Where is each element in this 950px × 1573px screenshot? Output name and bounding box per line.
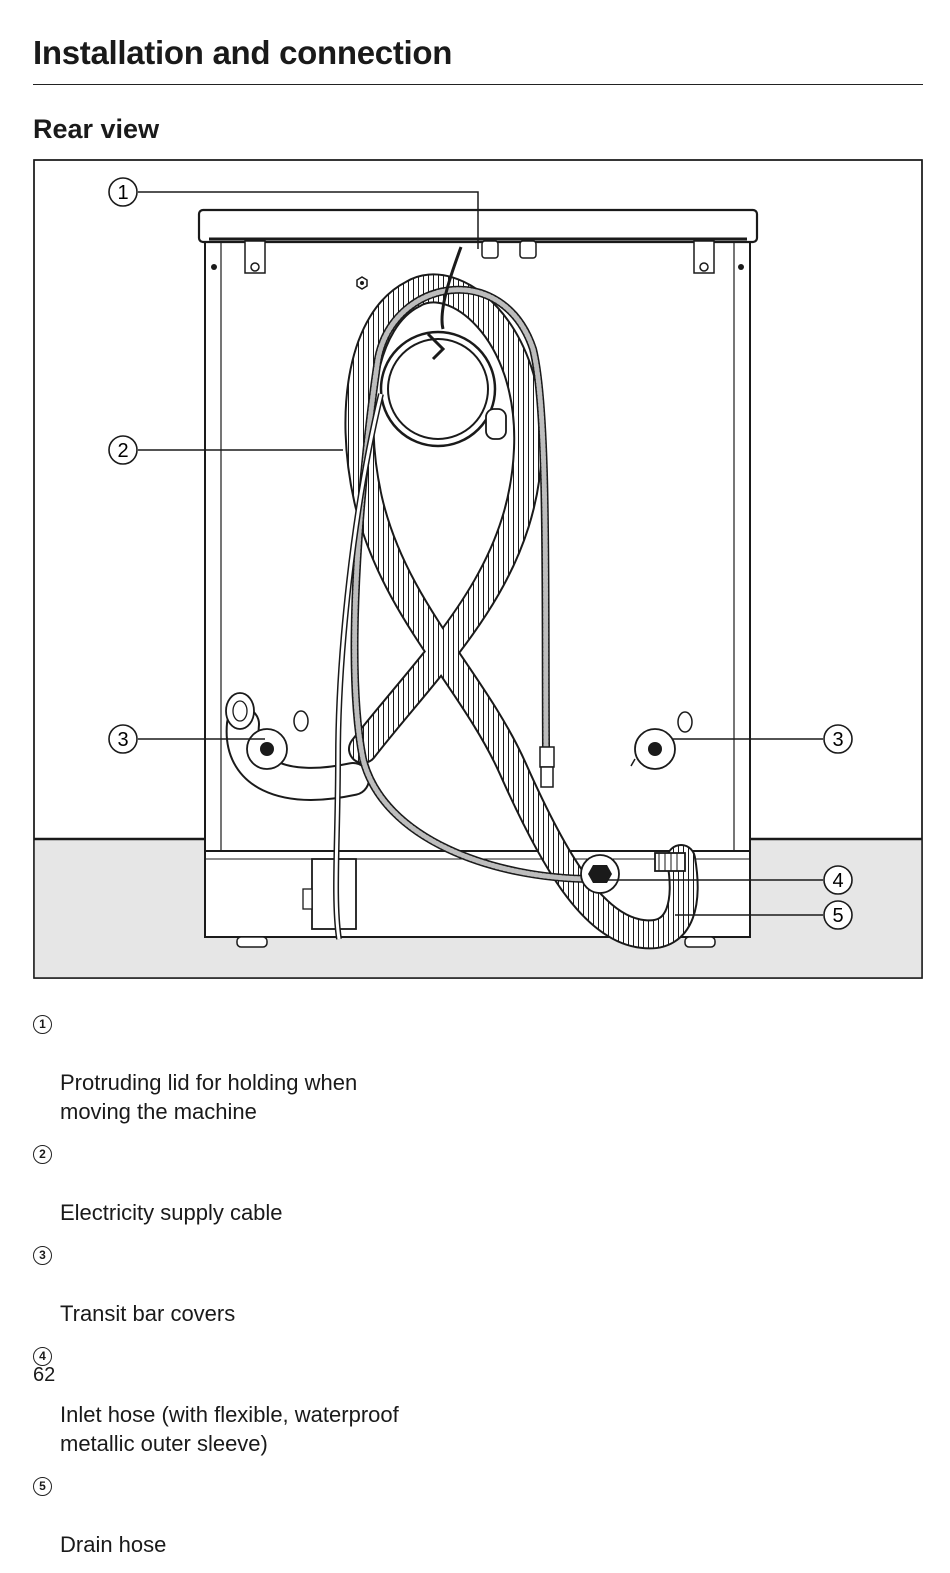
- svg-text:3: 3: [832, 729, 843, 751]
- svg-text:5: 5: [832, 905, 843, 927]
- callout-2: 2: [108, 435, 138, 465]
- legend-text: Electricity supply cable: [60, 1200, 283, 1225]
- title-rule: [33, 84, 923, 85]
- callout-3-right: 3: [823, 724, 853, 754]
- svg-text:2: 2: [117, 440, 128, 462]
- legend-item: 3 Transit bar covers: [33, 1241, 593, 1328]
- legend-item: 5 Drain hose: [33, 1472, 593, 1559]
- legend-item: 4 Inlet hose (with flexible, waterproof …: [33, 1342, 593, 1458]
- callout-3-left: 3: [108, 724, 138, 754]
- callout-5: 5: [823, 900, 853, 930]
- legend-number: 1: [33, 1015, 52, 1034]
- page-number: 62: [33, 1364, 56, 1386]
- callout-1: 1: [108, 177, 138, 207]
- drain-hose: [225, 273, 699, 950]
- inlet-hose: [350, 285, 620, 894]
- legend-number: 3: [33, 1246, 52, 1265]
- legend-item: 1 Protruding lid for holding when moving…: [33, 1010, 593, 1126]
- svg-text:1: 1: [117, 182, 128, 204]
- legend-item: 2 Electricity supply cable: [33, 1140, 593, 1227]
- callout-4: 4: [823, 865, 853, 895]
- section-title: Rear view: [33, 114, 160, 144]
- legend-text: Transit bar covers: [60, 1301, 236, 1326]
- legend-number: 5: [33, 1477, 52, 1496]
- legend-text: Protruding lid for holding when moving t…: [60, 1070, 358, 1124]
- legend: 1 Protruding lid for holding when moving…: [33, 1010, 593, 1573]
- legend-number: 2: [33, 1145, 52, 1164]
- rear-view-illustration: 1 2 3 3 4 5: [33, 159, 923, 979]
- legend-number: 4: [33, 1347, 52, 1366]
- legend-text: Inlet hose (with flexible, waterproof me…: [60, 1402, 399, 1456]
- transit-bar-cover-right: [630, 711, 693, 770]
- electricity-cable: [333, 246, 507, 940]
- legend-text: Drain hose: [60, 1532, 167, 1557]
- svg-text:4: 4: [832, 870, 843, 892]
- svg-text:3: 3: [117, 729, 128, 751]
- page-title: Installation and connection: [33, 34, 453, 71]
